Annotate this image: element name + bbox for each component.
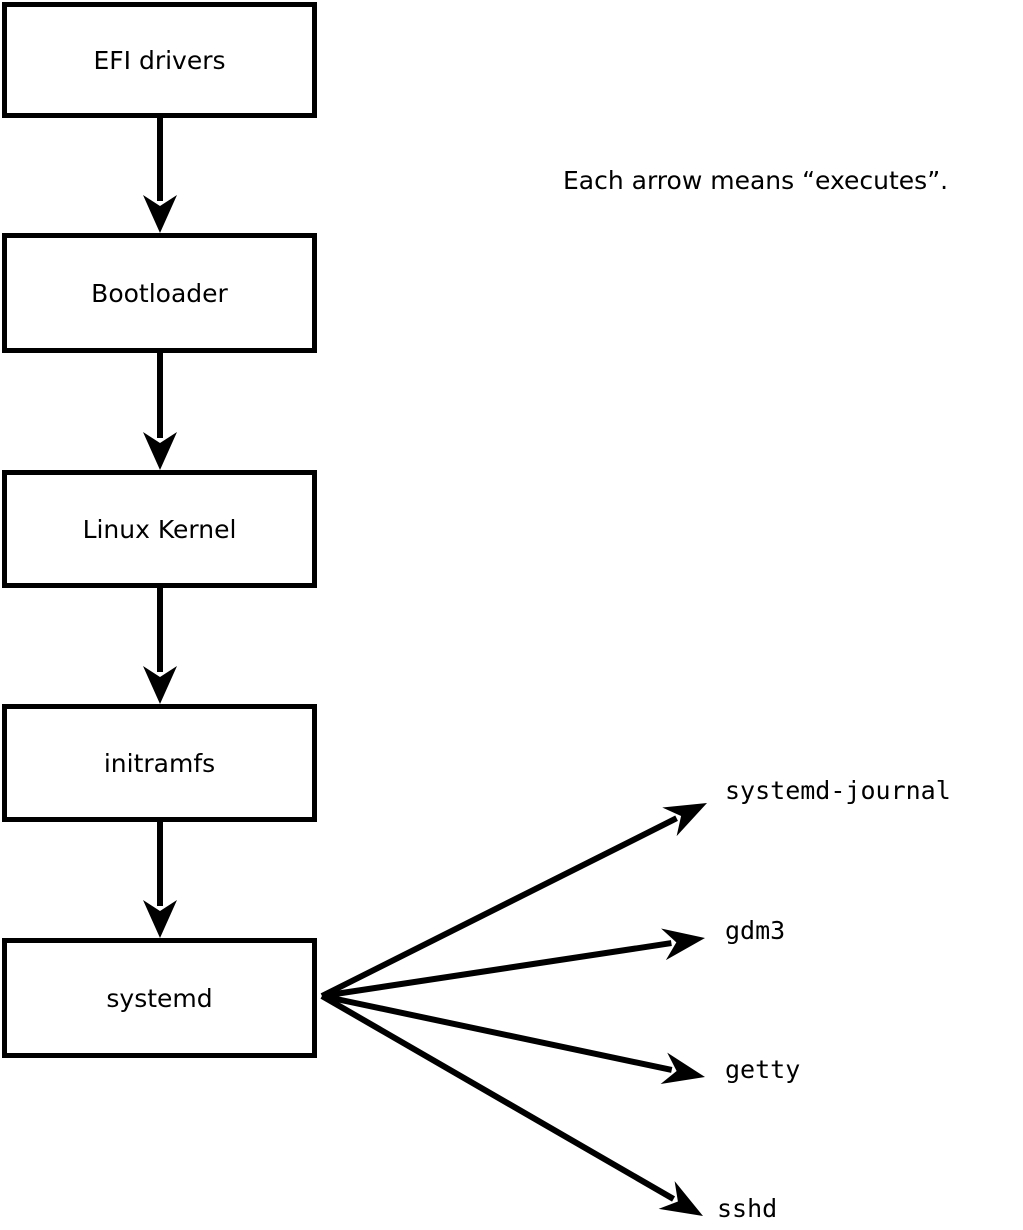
- node-linux-kernel[interactable]: Linux Kernel: [2, 470, 317, 588]
- node-efi-drivers[interactable]: EFI drivers: [2, 2, 317, 118]
- fan-arrowhead-sshd: [658, 1181, 703, 1216]
- fan-arrowhead-getty: [660, 1052, 705, 1084]
- node-initramfs[interactable]: initramfs: [2, 704, 317, 822]
- node-label-initramfs: initramfs: [103, 748, 216, 778]
- diagram-caption: Each arrow means “executes”.: [563, 166, 949, 195]
- node-label-systemd: systemd: [106, 983, 213, 1013]
- fan-arrowhead-systemd-journal: [662, 803, 707, 837]
- node-label-efi-drivers: EFI drivers: [93, 45, 226, 75]
- chain-arrowhead-2: [143, 666, 177, 704]
- node-label-linux-kernel: Linux Kernel: [82, 514, 237, 544]
- node-bootloader[interactable]: Bootloader: [2, 233, 317, 353]
- node-label-bootloader: Bootloader: [91, 278, 228, 308]
- node-systemd[interactable]: systemd: [2, 938, 317, 1058]
- leaf-label-sshd: sshd: [717, 1194, 778, 1223]
- chain-arrowhead-3: [143, 900, 177, 938]
- chain-arrowhead-1: [143, 432, 177, 470]
- fan-arrowhead-gdm3: [661, 928, 705, 961]
- chain-arrowhead-0: [143, 195, 177, 233]
- leaf-label-gdm3: gdm3: [725, 916, 786, 945]
- fan-arrows-group: [320, 803, 707, 1216]
- leaf-label-systemd-journal: systemd-journal: [725, 776, 951, 805]
- leaf-label-getty: getty: [725, 1055, 801, 1084]
